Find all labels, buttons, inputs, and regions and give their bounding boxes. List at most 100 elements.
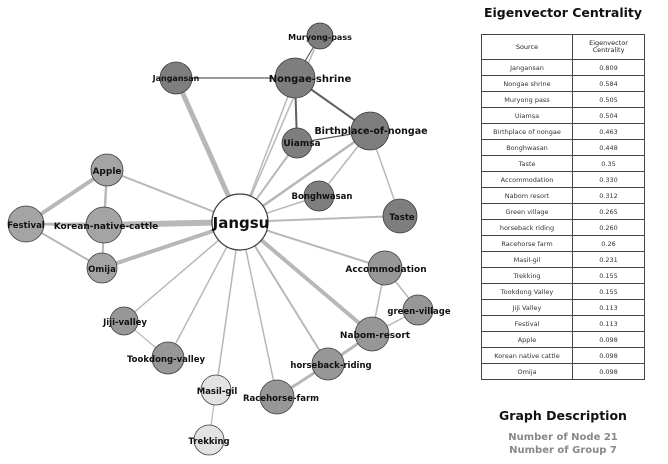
node-label-festival: Festival	[7, 221, 45, 231]
centrality-cell: 0.098	[572, 363, 645, 380]
node-taste[interactable]	[382, 198, 418, 234]
table-header-row: Source Eigenvector Centrality	[481, 34, 645, 60]
source-cell: Tookdong Valley	[481, 283, 573, 300]
centrality-cell: 0.330	[572, 171, 645, 188]
node-label-jiji-valley: Jiji-valley	[102, 318, 147, 328]
centrality-cell: 0.098	[572, 347, 645, 364]
centrality-cell: 0.505	[572, 91, 645, 108]
node-bonghwasan[interactable]	[303, 180, 335, 212]
node-omija[interactable]	[86, 252, 118, 284]
node-label-korean-native-cattle: Korean-native-cattle	[54, 222, 159, 232]
network-graph: JangsuNongae-shrineMuryong-passJangansan…	[7, 22, 451, 456]
graph-labels: JangsuNongae-shrineMuryong-passJangansan…	[7, 33, 451, 447]
centrality-cell: 0.35	[572, 155, 645, 172]
node-korean-native-cattle[interactable]	[85, 206, 123, 244]
node-label-green-village: green-village	[387, 307, 450, 317]
source-cell: Korean native cattle	[481, 347, 573, 364]
node-trekking[interactable]	[193, 424, 225, 456]
source-cell: Uiamsa	[481, 107, 573, 124]
source-cell: Trekking	[481, 267, 573, 284]
node-label-masil-gil: Masil-gil	[197, 387, 238, 397]
node-label-omija: Omija	[88, 265, 116, 275]
source-cell: Green village	[481, 203, 573, 220]
node-green-village[interactable]	[402, 294, 434, 326]
centrality-cell: 0.504	[572, 107, 645, 124]
centrality-cell: 0.584	[572, 75, 645, 92]
source-cell: Apple	[481, 331, 573, 348]
source-cell: Accommodation	[481, 171, 573, 188]
node-racehorse-farm[interactable]	[259, 379, 295, 415]
node-nabom-resort[interactable]	[354, 316, 390, 352]
node-label-birthplace-of-nongae: Birthplace-of-nongae	[314, 126, 427, 137]
node-jangansan[interactable]	[159, 61, 193, 95]
centrality-cell: 0.809	[572, 59, 645, 76]
centrality-cell: 0.463	[572, 123, 645, 140]
node-birthplace-of-nongae[interactable]	[350, 111, 390, 151]
centrality-cell: 0.155	[572, 267, 645, 284]
node-label-uiamsa: Uiamsa	[283, 139, 320, 149]
centrality-panel: Eigenvector Centrality Source Eigenvecto…	[478, 0, 668, 464]
centrality-cell: 0.098	[572, 331, 645, 348]
node-count-text: Number of Node 21	[508, 432, 618, 443]
node-label-tookdong-valley: Tookdong-valley	[127, 355, 205, 365]
node-festival[interactable]	[7, 205, 45, 243]
source-cell: Birthplace of nongae	[481, 123, 573, 140]
centrality-cell: 0.155	[572, 283, 645, 300]
centrality-cell: 0.260	[572, 219, 645, 236]
centrality-cell: 0.448	[572, 139, 645, 156]
node-jiji-valley[interactable]	[109, 306, 139, 336]
source-cell: Bonghwasan	[481, 139, 573, 156]
node-jangsu[interactable]	[211, 193, 269, 251]
node-apple[interactable]	[90, 153, 124, 187]
source-cell: Taste	[481, 155, 573, 172]
source-cell: Jangansan	[481, 59, 573, 76]
node-label-accommodation: Accommodation	[345, 265, 426, 275]
node-label-racehorse-farm: Racehorse-farm	[243, 394, 319, 404]
source-cell: Muryong pass	[481, 91, 573, 108]
node-tookdong-valley[interactable]	[151, 341, 185, 375]
panel-title: Eigenvector Centrality	[483, 5, 643, 20]
group-count-text: Number of Group 7	[509, 445, 617, 456]
source-cell: Festival	[481, 315, 573, 332]
centrality-cell: 0.26	[572, 235, 645, 252]
node-label-bonghwasan: Bonghwasan	[292, 192, 353, 202]
graph-nodes	[7, 22, 434, 456]
node-label-jangsu: Jangsu	[212, 214, 270, 232]
description-title: Graph Description	[499, 408, 627, 423]
node-uiamsa[interactable]	[281, 127, 313, 159]
node-label-muryong-pass: Muryong-pass	[288, 33, 352, 42]
source-cell: Racehorse farm	[481, 235, 573, 252]
node-horseback-riding[interactable]	[311, 347, 345, 381]
node-label-apple: Apple	[92, 167, 121, 177]
centrality-cell: 0.113	[572, 315, 645, 332]
centrality-cell: 0.231	[572, 251, 645, 268]
edge-jangsu-to-nabom-resort	[238, 220, 374, 336]
node-label-nongae-shrine: Nongae-shrine	[269, 74, 352, 85]
node-muryong-pass[interactable]	[306, 22, 334, 50]
node-label-trekking: Trekking	[188, 437, 229, 447]
source-cell: Omija	[481, 363, 573, 380]
centrality-cell: 0.312	[572, 187, 645, 204]
node-accommodation[interactable]	[367, 250, 403, 286]
node-label-taste: Taste	[389, 213, 415, 223]
source-cell: horseback riding	[481, 219, 573, 236]
node-masil-gil[interactable]	[200, 374, 232, 406]
node-nongae-shrine[interactable]	[274, 57, 316, 99]
